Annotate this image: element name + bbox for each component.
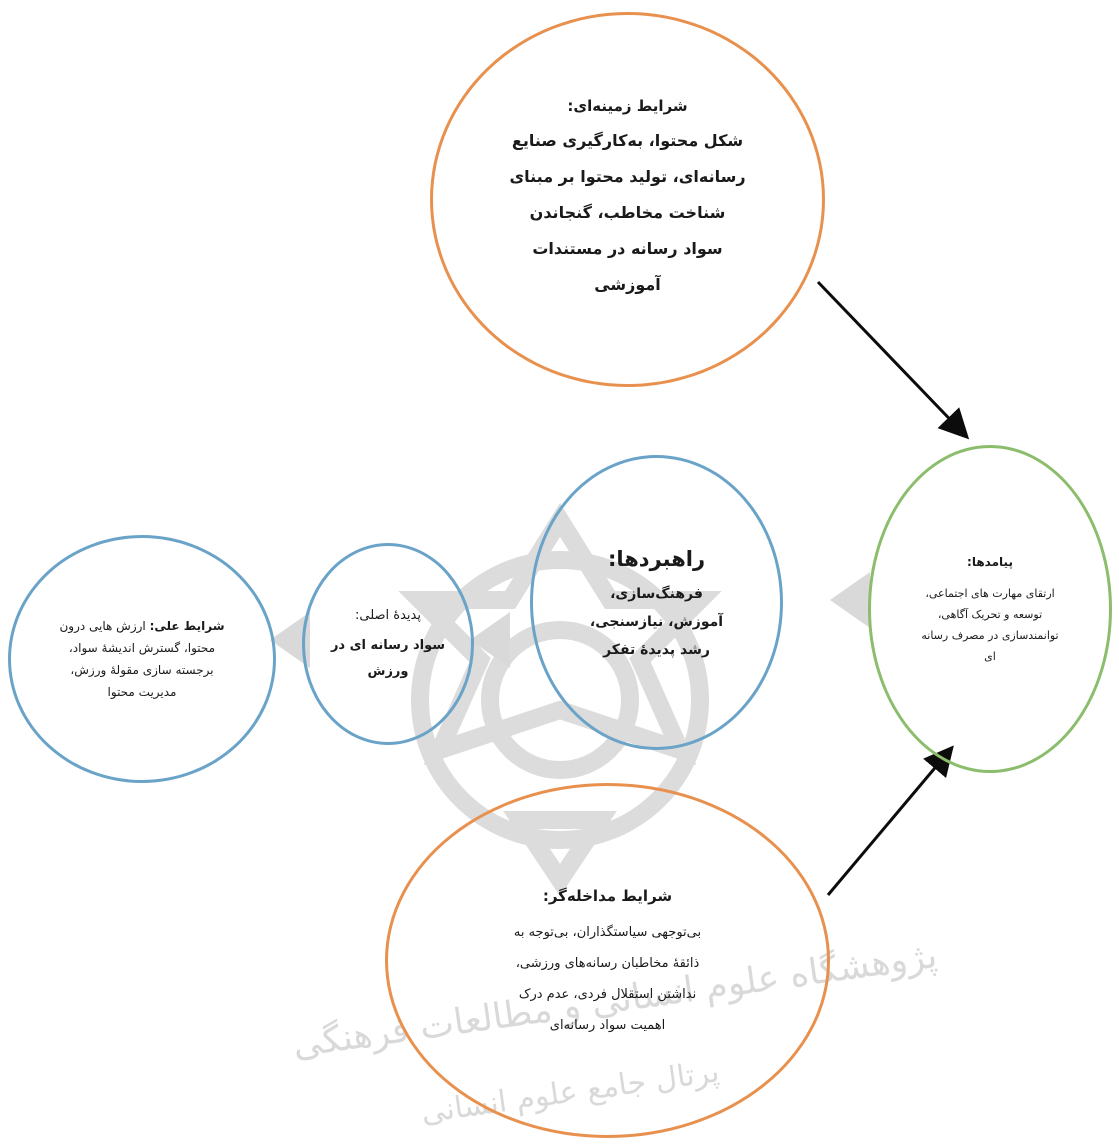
intervening-conditions-title: شرایط مداخله‌گر: [542,886,673,905]
arrow-intervening-to-outcomes [826,745,954,896]
contextual-line: رسانه‌ای، تولید محتوا بر مبنای [509,166,746,186]
outcomes-line: توسعه و تحریک آگاهی، [937,608,1043,621]
strategies-title: راهبردها: [607,546,706,571]
intervening-line: اهمیت سواد رسانه‌ای [549,1017,666,1033]
watermark-chevron [830,572,870,628]
outcomes-line: ارتقای مهارت های اجتماعی، [925,587,1055,600]
contextual-line: شناخت مخاطب، گنجاندن [529,202,726,222]
intervening-line: بی‌توجهی سیاستگذاران، بی‌توجه به [513,924,702,940]
arrow-context-to-outcomes [816,280,970,440]
intervening-conditions-node: شرایط مداخله‌گر: بی‌توجهی سیاستگذاران، ب… [385,783,830,1138]
intervening-line: ذائقهٔ مخاطبان رسانه‌های ورزشی، [515,955,700,971]
watermark-chevron [270,612,310,668]
strategies-line: رشد پدیدهٔ تفکر [603,641,710,658]
core-phenomenon-node: پدیدهٔ اصلی: سواد رسانه ای در ورزش [302,543,474,745]
watermark-chevron [470,612,510,668]
intervening-line: نداشتن استقلال فردی، عدم درک [518,986,697,1002]
outcomes-title: پیامدها: [967,555,1013,569]
outcomes-line: توانمندسازی در مصرف رسانه [921,629,1059,642]
strategies-node: راهبردها: فرهنگ‌سازی، آموزش، نیازسنجی، ر… [530,455,783,750]
causal-line: برجسته سازی مقولهٔ ورزش، [70,663,214,677]
causal-conditions-title: شرایط علی: [149,619,225,633]
strategies-line: فرهنگ‌سازی، [610,585,703,602]
core-line: سواد رسانه ای در [330,638,446,653]
causal-line: محتوا، گسترش اندیشهٔ سواد، [68,641,216,655]
contextual-conditions-node: شرایط زمینه‌ای: شکل محتوا، به‌کارگیری صن… [430,12,825,387]
outcomes-line: ای [984,650,996,663]
causal-line: مدیریت محتوا [107,685,177,699]
core-phenomenon-title: پدیدهٔ اصلی: [355,608,421,623]
strategies-line: آموزش، نیازسنجی، [589,613,724,630]
contextual-line: سواد رسانه در مستندات [532,238,723,258]
outcomes-node: پیامدها: ارتقای مهارت های اجتماعی، توسعه… [868,445,1112,773]
causal-title-row: شرایط علی: ارزش هایی درون [59,615,224,637]
contextual-conditions-title: شرایط زمینه‌ای: [567,96,688,115]
contextual-line: آموزشی [594,274,661,294]
causal-conditions-node: شرایط علی: ارزش هایی درون محتوا، گسترش ا… [8,535,276,783]
contextual-line: شکل محتوا، به‌کارگیری صنایع [511,130,744,150]
core-line: ورزش [367,664,409,679]
causal-title-rest: ارزش هایی درون [59,619,150,633]
